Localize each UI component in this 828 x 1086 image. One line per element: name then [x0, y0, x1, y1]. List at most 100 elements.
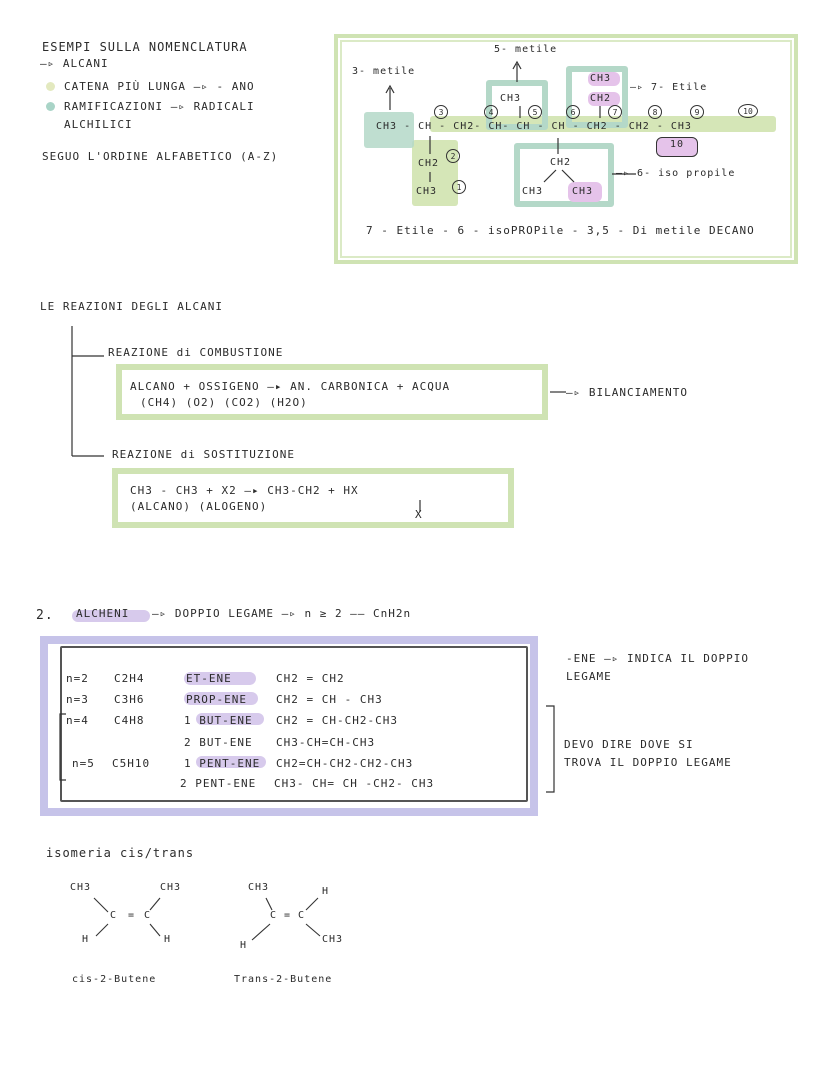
combustion-equation: ALCANO + OSSIGENO —▸ AN. CARBONICA + ACQ… — [130, 380, 451, 393]
alkenes-table-box — [40, 636, 538, 816]
ethyl-7-highlight — [566, 66, 628, 128]
row-formula: C4H8 — [114, 714, 145, 727]
row-structure: CH3- CH= CH -CH2- CH3 — [274, 777, 435, 790]
structure-box-inner — [340, 40, 792, 258]
teal-bullet-icon — [46, 102, 55, 111]
carbon-number-5: 5 — [528, 105, 542, 119]
row-name: 1 BUT-ENE — [184, 714, 253, 727]
etene-highlight — [184, 672, 256, 685]
carbon-number-2: 2 — [446, 149, 460, 163]
label-7-ethyl: —▹ 7- Etile — [630, 82, 708, 93]
label-6-isopropyl: —▹ 6- iso propile — [616, 168, 736, 179]
cis-double-bond: = — [128, 910, 136, 921]
row-formula: C2H4 — [114, 672, 145, 685]
row-n: n=4 — [66, 714, 89, 727]
label-5-methyl: 5- metile — [494, 44, 558, 55]
row-structure: CH2=CH-CH2-CH2-CH3 — [276, 757, 414, 770]
row-structure: CH2 = CH2 — [276, 672, 345, 685]
ch2-isopropyl: CH2 — [550, 157, 572, 168]
notes-subtitle: —▹ ALCANI — [40, 57, 109, 70]
row-n: n=3 — [66, 693, 89, 706]
ch3-methyl-5: CH3 — [500, 93, 522, 104]
trans-h-right: H — [322, 886, 330, 897]
carbon-number-1: 1 — [452, 180, 466, 194]
substitution-equation: CH3 - CH3 + X2 —▸ CH3-CH2 + HX — [130, 484, 359, 497]
row-n: n=5 — [72, 757, 95, 770]
cis-label: cis-2-Butene — [72, 974, 157, 985]
ch3-branch-3: CH3 — [416, 186, 438, 197]
cis-carbon-left: C — [110, 910, 118, 921]
ch3-isopropyl-b: CH3 — [572, 186, 594, 197]
yellow-bullet-icon — [46, 82, 55, 91]
section-number: 2. — [36, 608, 54, 623]
substitution-box — [112, 468, 514, 528]
trans-carbon-right: C — [298, 910, 306, 921]
alkenes-title: ALCHENI — [76, 607, 130, 620]
side-note-where: DEVO DIRE DOVE SI — [564, 738, 694, 751]
row-name: PROP-ENE — [186, 693, 247, 706]
combustion-formulas: (CH4) (O2) (CO2) (H2O) — [140, 396, 308, 409]
alkenes-definition: —▹ DOPPIO LEGAME —▹ n ≥ 2 —— CnH2n — [152, 607, 412, 620]
row-structure: CH2 = CH-CH2-CH3 — [276, 714, 398, 727]
butene-highlight — [196, 713, 264, 725]
row-formula: C5H10 — [112, 757, 151, 770]
trans-label: Trans-2-Butene — [234, 974, 333, 985]
row-structure: CH2 = CH - CH3 — [276, 693, 383, 706]
carbon-number-9: 9 — [690, 105, 704, 119]
propene-highlight — [184, 692, 258, 705]
notes-title: ESEMPI SULLA NOMENCLATURA — [42, 40, 248, 54]
ten-pink-circle — [656, 137, 698, 157]
alkenes-table-inner — [60, 646, 528, 802]
combustion-box — [116, 364, 548, 420]
row-name: 2 BUT-ENE — [184, 736, 253, 749]
alkenes-highlight — [72, 610, 150, 622]
structure-box — [334, 34, 798, 264]
iupac-name: 7 - Etile - 6 - isoPROPile - 3,5 - Di me… — [366, 224, 755, 237]
side-note-ene-2: LEGAME — [566, 670, 612, 683]
carbon-number-10: 10 — [738, 104, 758, 118]
isopropyl-6-highlight — [514, 143, 614, 207]
cis-ch3-right: CH3 — [160, 882, 182, 893]
ch3-ethyl-7: CH3 — [590, 73, 612, 84]
main-chain-formula: CH3 - CH - CH2- CH- CH - CH - CH2 - CH2 … — [376, 121, 692, 132]
pentene-highlight — [196, 756, 266, 768]
cis-h-left: H — [82, 934, 90, 945]
isomerism-title: isomeria cis/trans — [46, 846, 195, 860]
trans-carbon-left: C — [270, 910, 278, 921]
carbon-number-6: 6 — [566, 105, 580, 119]
row-name: 2 PENT-ENE — [180, 777, 257, 790]
row-name: 1 PENT-ENE — [184, 757, 261, 770]
cis-carbon-right: C — [144, 910, 152, 921]
halogen-x: X — [415, 508, 423, 521]
carbon-number-7: 7 — [608, 105, 622, 119]
combustion-title: REAZIONE di COMBUSTIONE — [108, 346, 284, 359]
bullet-ramifications-2: ALCHILICI — [64, 118, 133, 131]
ch3-1-highlight — [364, 112, 414, 148]
cis-ch3-left: CH3 — [70, 882, 92, 893]
carbon-number-4: 4 — [484, 105, 498, 119]
ch2-ethyl-7: CH2 — [590, 93, 612, 104]
reactions-heading: LE REAZIONI DEGLI ALCANI — [40, 300, 223, 313]
bullet-longest-chain: CATENA PIÙ LUNGA —▹ - ANO — [64, 80, 255, 93]
substitution-title: REAZIONE di SOSTITUZIONE — [112, 448, 295, 461]
side-note-where-2: TROVA IL DOPPIO LEGAME — [564, 756, 732, 769]
cis-h-right: H — [164, 934, 172, 945]
trans-h-left: H — [240, 940, 248, 951]
label-3-methyl: 3- metile — [352, 66, 416, 77]
balancing-note: —▹ BILANCIAMENTO — [566, 386, 688, 399]
row-structure: CH3-CH=CH-CH3 — [276, 736, 376, 749]
bullet-ramifications: RAMIFICAZIONI —▹ RADICALI — [64, 100, 255, 113]
carbon-number-3: 3 — [434, 105, 448, 119]
ch3-6-pink — [568, 182, 602, 202]
trans-double-bond: = — [284, 910, 292, 921]
side-note-ene: -ENE —▹ INDICA IL DOPPIO — [566, 652, 749, 665]
row-formula: C3H6 — [114, 693, 145, 706]
carbon-number-10-alt: 10 — [670, 139, 685, 150]
carbon-number-8: 8 — [648, 105, 662, 119]
trans-ch3-left: CH3 — [248, 882, 270, 893]
ch3-isopropyl-a: CH3 — [522, 186, 544, 197]
